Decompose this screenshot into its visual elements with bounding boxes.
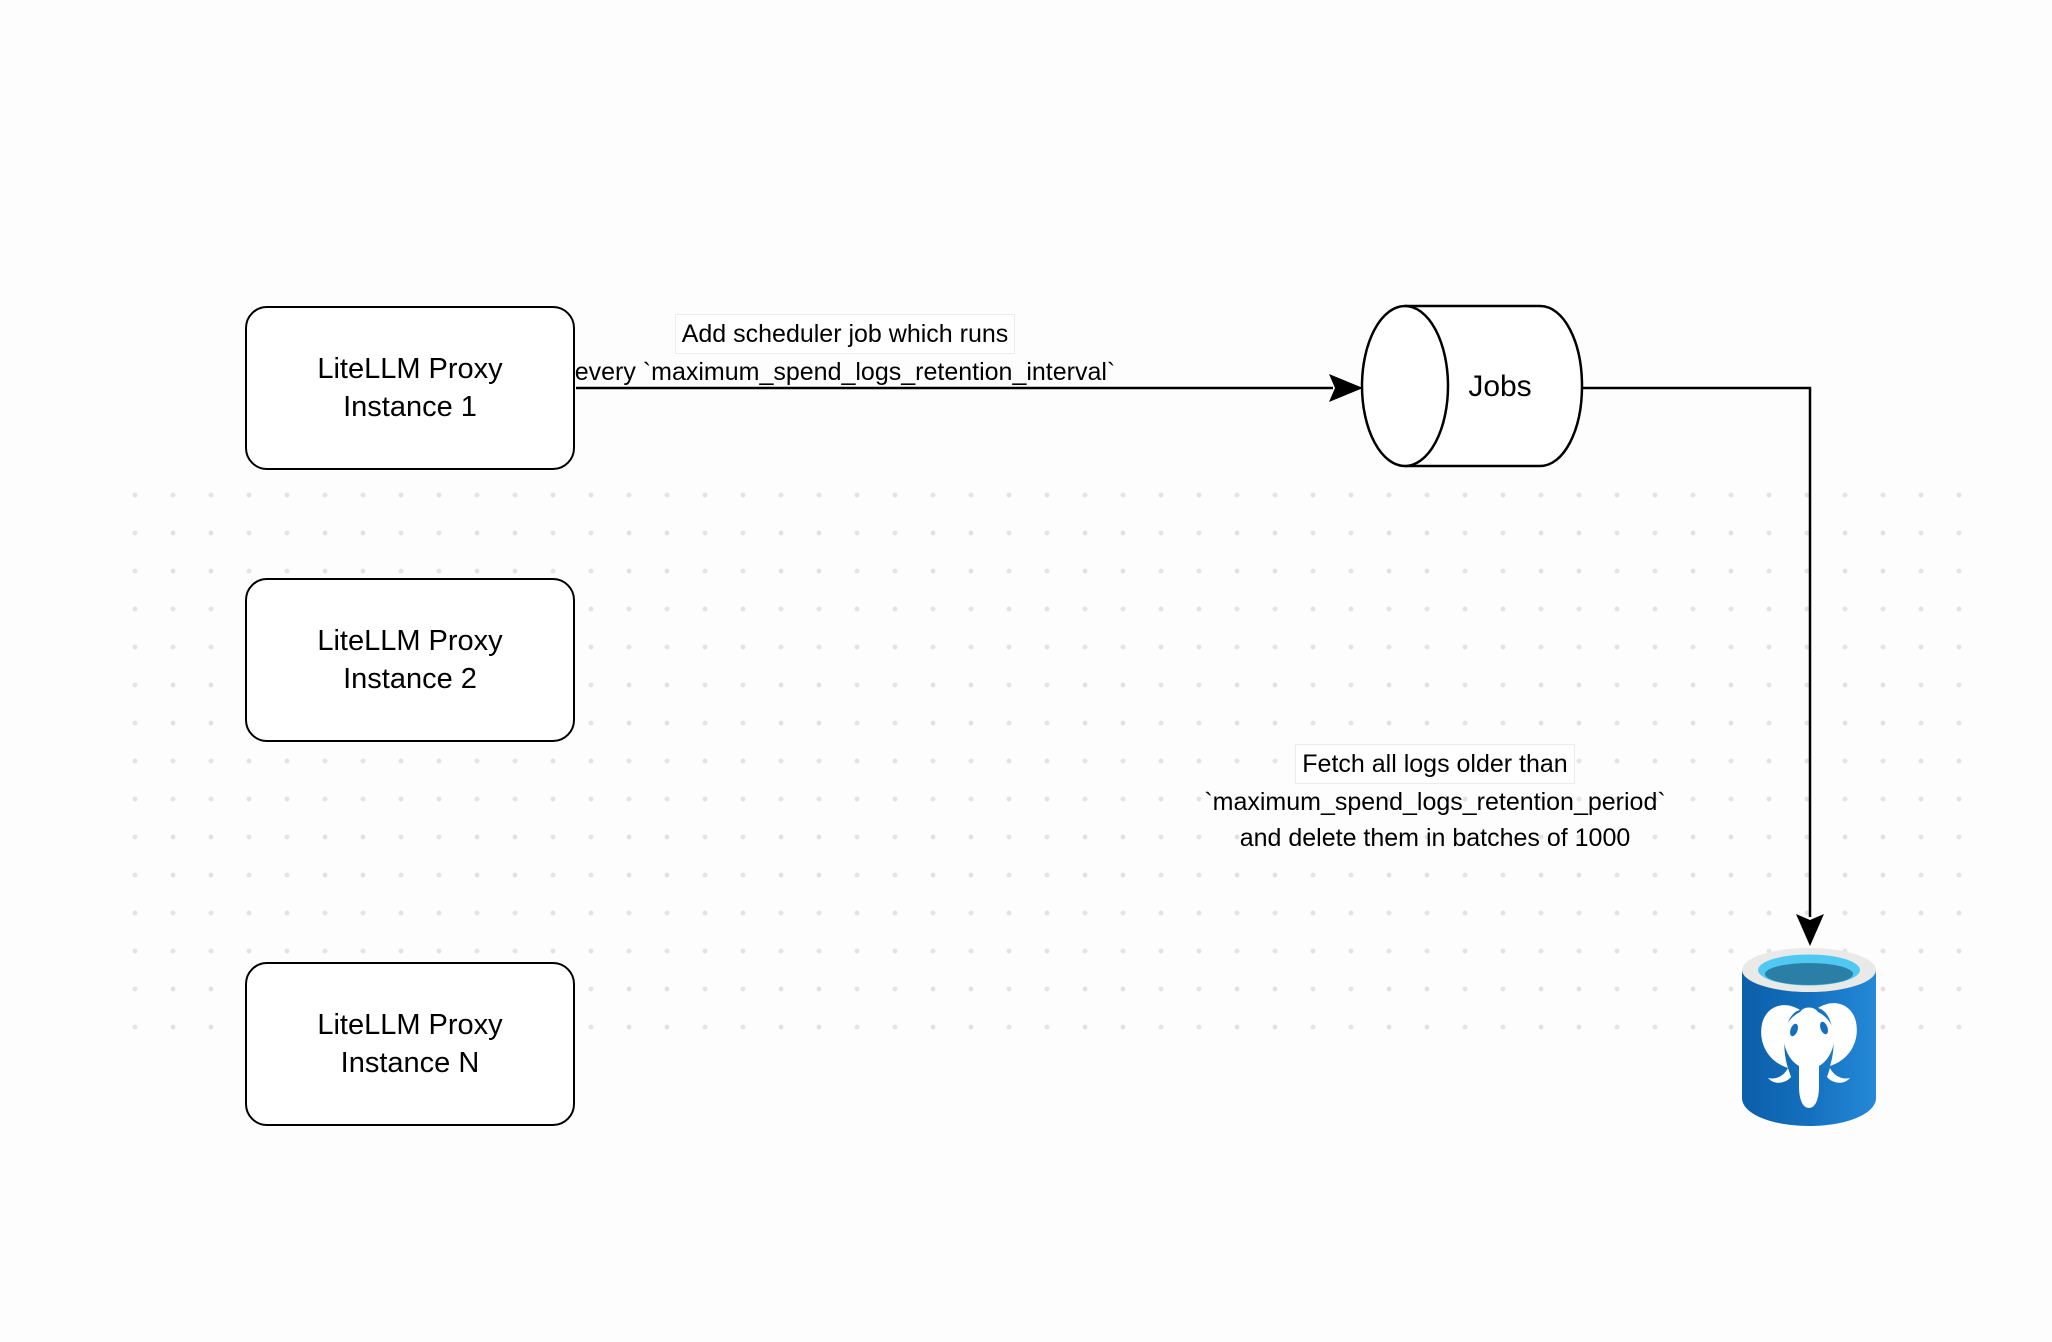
node-litellm-proxy-instance-n: LiteLLM Proxy Instance N [245,962,575,1126]
node-label: LiteLLM Proxy [317,1009,503,1041]
node-litellm-proxy-instance-2: LiteLLM Proxy Instance 2 [245,578,575,742]
node-label: LiteLLM Proxy [317,625,503,657]
node-litellm-proxy-instance-1: LiteLLM Proxy Instance 1 [245,306,575,470]
edge-label-add-scheduler: Add scheduler job which runs every `maxi… [505,314,1185,390]
edge-label-text: Fetch all logs older than [1295,744,1575,784]
node-label: Instance 1 [343,391,477,423]
edge-label-text: every `maximum_spend_logs_retention_inte… [574,358,1116,386]
dot-grid-background [116,476,1978,1048]
jobs-queue-shape [1360,304,1584,468]
postgres-elephant-glyph [1761,1003,1857,1108]
edge-label-text: Add scheduler job which runs [674,314,1016,354]
node-label: Instance 2 [343,663,477,695]
node-label: LiteLLM Proxy [317,353,503,385]
edge-label-text: and delete them in batches of 1000 [1239,824,1631,852]
postgresql-database-icon [1742,948,1876,1126]
edge-jobs-to-db-arrow [1582,386,1824,946]
edge-label-text: `maximum_spend_logs_retention_period` [1204,788,1666,816]
edge-add-scheduler-arrow [576,374,1363,402]
node-label: Instance N [340,1047,480,1079]
edge-label-fetch-delete: Fetch all logs older than `maximum_spend… [1095,744,1775,856]
jobs-queue-label: Jobs [1468,370,1532,403]
